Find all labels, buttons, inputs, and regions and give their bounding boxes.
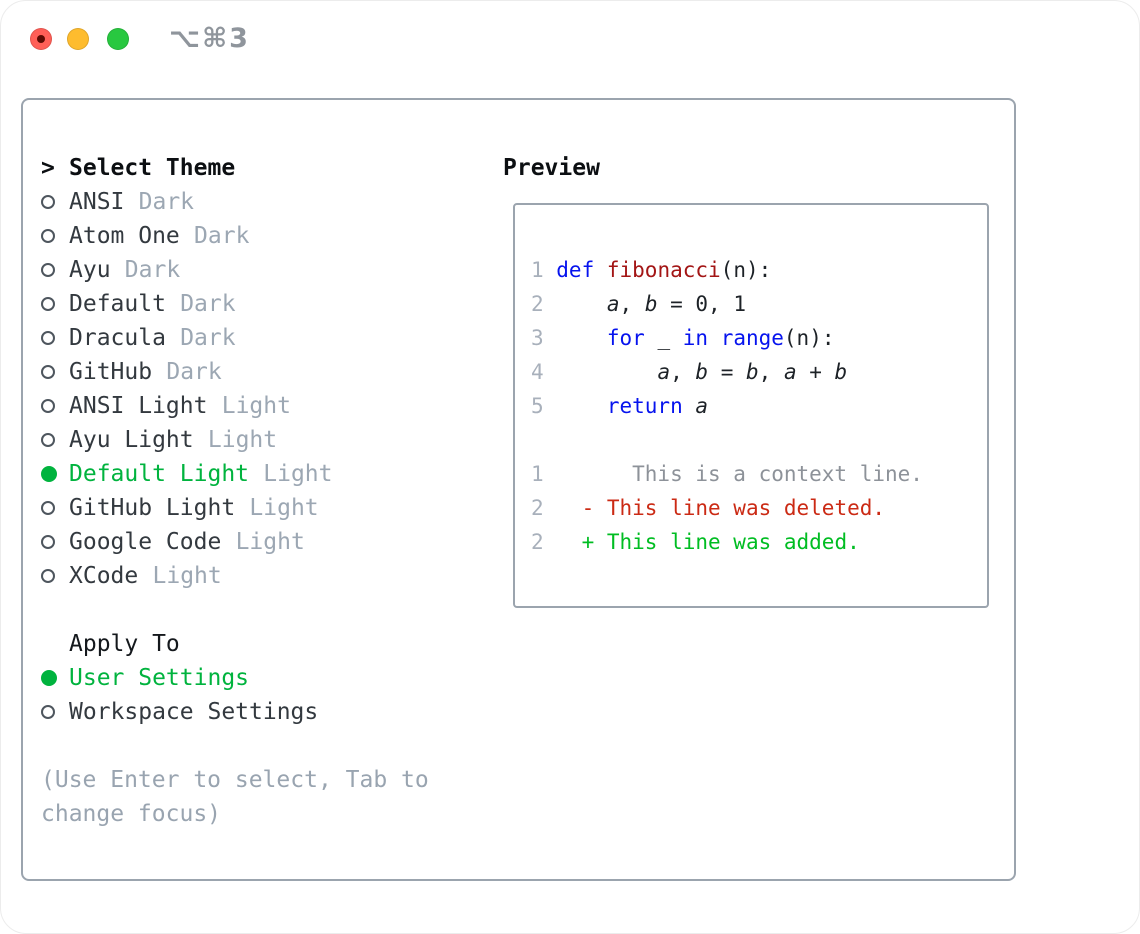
radio-icon	[41, 501, 55, 515]
theme-option-label: Dracula	[69, 325, 166, 351]
radio-icon	[41, 297, 55, 311]
line-number: 2	[531, 496, 544, 520]
radio-icon	[41, 229, 55, 243]
line-content: def fibonacci(n):	[556, 258, 772, 282]
spacer	[41, 593, 481, 627]
preview-line-diff-added: 2 + This line was added.	[531, 525, 987, 559]
preview-line-code: 5 return a	[531, 389, 987, 423]
line-number: 3	[531, 326, 544, 350]
theme-variant-label: Dark	[166, 359, 222, 385]
apply-option-label: Workspace Settings	[69, 699, 319, 725]
theme-option-label: Atom One	[69, 223, 180, 249]
help-text: (Use Enter to select, Tab to change focu…	[41, 767, 429, 827]
theme-list-header-row: > Select Theme	[41, 151, 481, 185]
line-number: 2	[531, 292, 544, 316]
line-content: return a	[606, 394, 709, 418]
line-number: 1	[531, 258, 544, 282]
theme-option-label: GitHub	[69, 359, 153, 385]
theme-variant-label: Dark	[180, 291, 236, 317]
radio-icon	[41, 535, 55, 549]
preview-line-code: 1 def fibonacci(n):	[531, 253, 987, 287]
radio-icon	[41, 331, 55, 345]
radio-selected-icon	[41, 466, 57, 482]
line-number: 4	[531, 360, 544, 384]
line-content: + This line was added.	[581, 530, 860, 554]
line-content: a, b = 0, 1	[606, 292, 746, 316]
theme-option-atom-one[interactable]: Atom One Dark	[41, 219, 481, 253]
theme-option-ansi[interactable]: ANSI Dark	[41, 185, 481, 219]
theme-variant-label: Light	[152, 563, 222, 589]
apply-option-user-settings[interactable]: User Settings	[41, 661, 481, 695]
theme-variant-label: Light	[263, 461, 333, 487]
line-content: This is a context line.	[556, 462, 923, 486]
preview-header: Preview	[503, 155, 600, 181]
radio-icon	[41, 195, 55, 209]
preview-line-code: 3 for _ in range(n):	[531, 321, 987, 355]
theme-option-label: Default	[69, 291, 166, 317]
radio-icon	[41, 365, 55, 379]
theme-option-dracula[interactable]: Dracula Dark	[41, 321, 481, 355]
theme-variant-label: Light	[221, 393, 291, 419]
theme-option-ayu[interactable]: Ayu Dark	[41, 253, 481, 287]
line-number: 5	[531, 394, 544, 418]
theme-variant-label: Dark	[124, 257, 181, 283]
radio-icon	[41, 399, 55, 413]
apply-to-header: Apply To	[69, 631, 180, 657]
preview-line-code: 2 a, b = 0, 1	[531, 287, 987, 321]
line-number: 2	[531, 530, 544, 554]
line-content: a, b = b, a + b	[657, 360, 848, 384]
theme-option-github[interactable]: GitHub Dark	[41, 355, 481, 389]
close-button-icon[interactable]	[30, 28, 52, 50]
theme-variant-label: Light	[249, 495, 319, 521]
theme-option-label: ANSI Light	[69, 393, 208, 419]
theme-option-ayu-light[interactable]: Ayu Light Light	[41, 423, 481, 457]
apply-option-workspace-settings[interactable]: Workspace Settings	[41, 695, 481, 729]
theme-option-github-light[interactable]: GitHub Light Light	[41, 491, 481, 525]
apply-to-header-row: Apply To	[41, 627, 481, 661]
radio-icon	[41, 263, 55, 277]
theme-option-label: Google Code	[69, 529, 222, 555]
theme-option-default-light[interactable]: Default Light Light	[41, 457, 481, 491]
theme-variant-label: Dark	[138, 189, 195, 215]
theme-option-ansi-light[interactable]: ANSI Light Light	[41, 389, 481, 423]
preview-line-code: 4 a, b = b, a + b	[531, 355, 987, 389]
line-content: for _ in range(n):	[606, 326, 835, 350]
preview-line-blank	[531, 423, 987, 457]
theme-option-label: Ayu	[69, 257, 111, 283]
line-number: 1	[531, 462, 544, 486]
theme-variant-label: Dark	[194, 223, 250, 249]
theme-option-xcode[interactable]: XCode Light	[41, 559, 481, 593]
radio-icon	[41, 705, 55, 719]
apply-option-label: User Settings	[69, 665, 250, 691]
window-title: ⌥⌘3	[169, 23, 250, 54]
line-content: - This line was deleted.	[581, 496, 886, 520]
preview-line-diff-context: 1 This is a context line.	[531, 457, 987, 491]
cursor-arrow-icon: >	[41, 155, 55, 181]
line-number	[531, 423, 544, 457]
theme-list-header: Select Theme	[69, 155, 236, 181]
preview-line-diff-deleted: 2 - This line was deleted.	[531, 491, 987, 525]
theme-option-label: ANSI	[69, 189, 125, 215]
spacer	[41, 729, 481, 763]
radio-icon	[41, 569, 55, 583]
radio-selected-icon	[41, 670, 57, 686]
zoom-button-icon[interactable]	[107, 28, 129, 50]
title-bar: ⌥⌘3	[1, 1, 1139, 77]
theme-option-label: Ayu Light	[69, 427, 194, 453]
minimize-button-icon[interactable]	[67, 28, 89, 50]
theme-option-label: GitHub Light	[69, 495, 236, 521]
theme-variant-label: Dark	[180, 325, 236, 351]
theme-option-label: Default Light	[69, 461, 250, 487]
theme-variant-label: Light	[207, 427, 278, 453]
theme-option-default[interactable]: Default Dark	[41, 287, 481, 321]
radio-icon	[41, 433, 55, 447]
theme-option-label: XCode	[69, 563, 139, 589]
theme-option-google-code[interactable]: Google Code Light	[41, 525, 481, 559]
theme-variant-label: Light	[235, 529, 305, 555]
